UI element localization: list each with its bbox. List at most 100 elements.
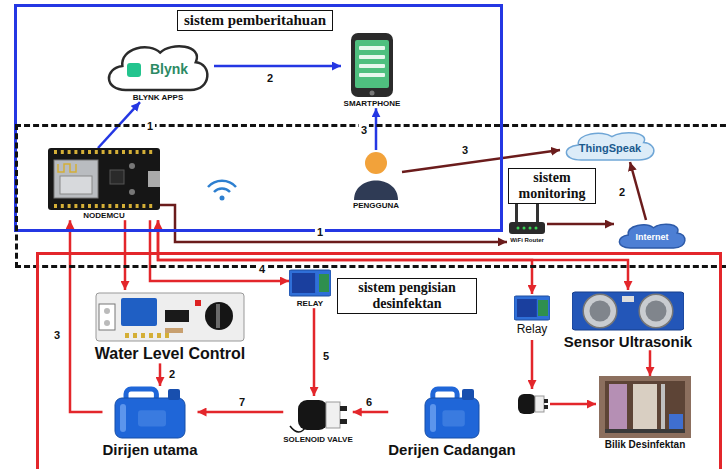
highlight bbox=[430, 404, 436, 432]
pipe bbox=[661, 384, 665, 430]
label-panel bbox=[442, 410, 464, 426]
pin bbox=[108, 204, 111, 208]
pin bbox=[115, 204, 118, 208]
flow-arrow bbox=[649, 350, 652, 376]
home-button bbox=[370, 91, 375, 96]
pcb bbox=[289, 270, 331, 296]
pin bbox=[125, 333, 129, 338]
router-picture bbox=[507, 200, 547, 236]
chip bbox=[110, 170, 124, 184]
bilik-icon bbox=[599, 376, 691, 438]
component-box: SMARTPHONE bbox=[341, 32, 403, 108]
component-label: PENGGUNA bbox=[353, 201, 399, 210]
component-box: Bilik Desinfektan bbox=[599, 376, 691, 451]
pin bbox=[81, 150, 84, 154]
pin bbox=[129, 150, 132, 154]
bilik-picture bbox=[599, 376, 691, 438]
pump-wire bbox=[550, 403, 596, 406]
pump-head bbox=[535, 396, 544, 412]
component-box: PENGGUNA bbox=[350, 150, 402, 210]
callout-number: 4 bbox=[257, 263, 267, 275]
flow-arrow bbox=[547, 223, 614, 226]
transducer-mesh bbox=[646, 301, 667, 322]
cloud-shape bbox=[619, 224, 685, 248]
logo-text: Internet bbox=[635, 233, 668, 243]
esp-shield bbox=[60, 176, 92, 194]
component-box: Sensor Ultrasonik bbox=[564, 290, 692, 350]
cloudNet-icon: Internet bbox=[614, 220, 690, 250]
status-light bbox=[523, 227, 526, 230]
board bbox=[96, 293, 244, 341]
pin bbox=[115, 150, 118, 154]
blynk-logo-mark bbox=[127, 63, 141, 77]
pump-wire bbox=[531, 340, 534, 389]
body bbox=[354, 181, 398, 201]
phone-screen bbox=[355, 40, 389, 88]
component-label: Water Level Control bbox=[95, 345, 246, 363]
flow-arrow bbox=[214, 65, 341, 68]
cloudTS-icon: ThingSpeak bbox=[560, 128, 660, 162]
callout-number: 1 bbox=[145, 120, 155, 132]
callout-number: 6 bbox=[364, 396, 374, 408]
antenna bbox=[536, 202, 539, 224]
pin bbox=[102, 150, 105, 154]
antenna-trace bbox=[58, 164, 76, 172]
pin bbox=[54, 150, 57, 154]
pin bbox=[136, 204, 139, 208]
terminal bbox=[538, 300, 548, 316]
pin bbox=[88, 204, 91, 208]
esp-module bbox=[54, 160, 98, 198]
relay-cube bbox=[121, 298, 157, 326]
pin bbox=[141, 333, 145, 338]
component-box: BlynkBLYNK APPS bbox=[102, 40, 214, 102]
component-label: Derijen Cadangan bbox=[388, 441, 516, 458]
component-box: SOLENOID VALVE bbox=[283, 396, 353, 444]
component-box: Dirijen utama bbox=[102, 386, 197, 458]
region-heading: sistem pemberitahuan bbox=[177, 10, 333, 31]
cloudBlynk-icon: Blynk bbox=[102, 40, 214, 92]
system-region: Water Level ControlRELAYRelaySensor Ultr… bbox=[36, 252, 722, 469]
status-light bbox=[517, 227, 520, 230]
pin bbox=[108, 150, 111, 154]
component-box: Water Level Control bbox=[95, 290, 246, 363]
pin bbox=[68, 204, 71, 208]
ultra-picture bbox=[572, 290, 684, 332]
person-icon bbox=[350, 150, 402, 200]
pin bbox=[68, 150, 71, 154]
phone-icon bbox=[341, 32, 403, 98]
component-label: WiFi Router bbox=[510, 237, 544, 244]
screen-line bbox=[359, 64, 385, 68]
head bbox=[365, 152, 387, 174]
terminal bbox=[319, 274, 329, 292]
pump-body bbox=[518, 394, 536, 414]
flow-arrow bbox=[198, 411, 284, 414]
transducer bbox=[583, 294, 617, 328]
component-label: SMARTPHONE bbox=[344, 99, 401, 108]
pin bbox=[74, 204, 77, 208]
wlc-picture bbox=[95, 290, 245, 344]
flow-arrow bbox=[353, 411, 388, 414]
pump-symbol bbox=[518, 394, 548, 414]
pin bbox=[88, 150, 91, 154]
capacitor-stripe bbox=[216, 304, 220, 328]
pin bbox=[136, 150, 139, 154]
relay-icon bbox=[514, 294, 550, 322]
can-icon bbox=[110, 386, 190, 440]
callout-number: 1 bbox=[315, 226, 325, 238]
component-box: RELAY bbox=[289, 268, 331, 308]
component-box: NODEMCU bbox=[48, 148, 160, 220]
pump-nozzle bbox=[544, 405, 548, 409]
button bbox=[129, 189, 135, 195]
nodemcu-icon bbox=[48, 148, 160, 210]
component-label: Sensor Ultrasonik bbox=[564, 333, 692, 350]
cap bbox=[462, 389, 474, 400]
curtain bbox=[609, 384, 627, 430]
pump-nozzle bbox=[544, 399, 548, 403]
pin bbox=[157, 333, 161, 338]
screen-line bbox=[359, 46, 385, 50]
valve-icon bbox=[288, 396, 348, 434]
region-heading: sistem pengisian desinfektan bbox=[337, 278, 477, 314]
floor bbox=[605, 429, 685, 433]
can-body bbox=[115, 398, 185, 438]
component-label: Dirijen utama bbox=[102, 441, 197, 458]
